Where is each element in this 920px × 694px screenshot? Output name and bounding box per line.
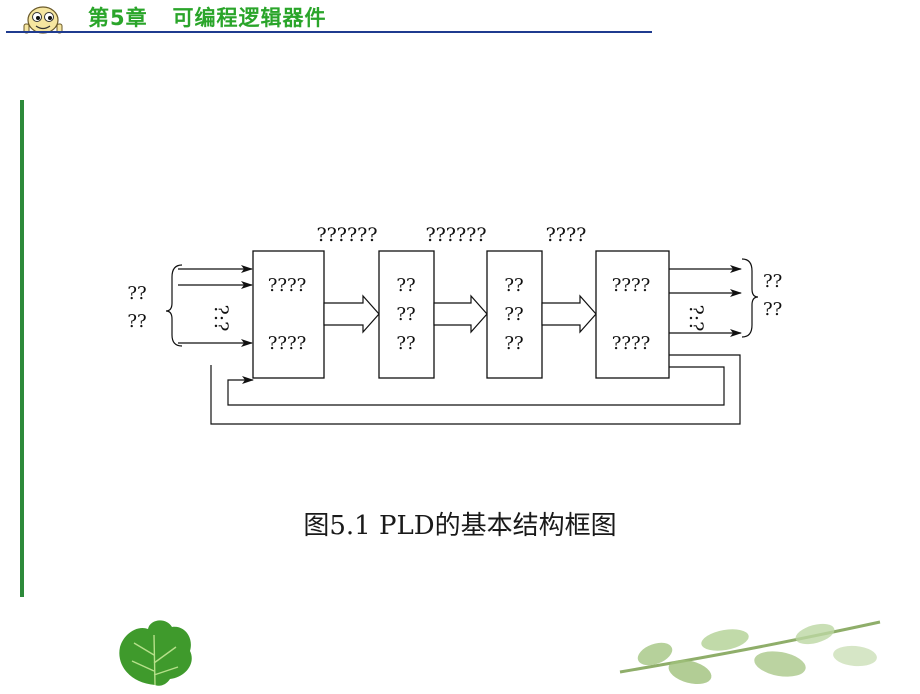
bus-arrow-2: [433, 294, 488, 334]
block3-line-3: ??: [504, 333, 523, 354]
output-ellipsis: ?:?: [685, 305, 707, 332]
feedback-outer: [227, 366, 725, 406]
pld-block-diagram: ?????? ?????? ???? ?? ?? ?:? ???? ???? ?…: [100, 215, 760, 439]
block3-line-2: ??: [504, 304, 523, 325]
output-label-2: ??: [763, 299, 783, 320]
block2-line-1: ??: [396, 275, 415, 296]
block1-line-1: ????: [268, 275, 307, 296]
input-ellipsis: ?:?: [210, 305, 232, 332]
top-label-2: ??????: [425, 224, 486, 246]
top-label-3: ????: [546, 224, 587, 246]
block4-line-2: ????: [612, 333, 651, 354]
input-brace: [165, 264, 183, 347]
block2-line-3: ??: [396, 333, 415, 354]
cartoon-face-icon: [18, 4, 68, 40]
page-title: 第5章 可编程逻辑器件: [88, 6, 327, 30]
left-accent-bar: [20, 100, 24, 597]
block-1: [252, 250, 325, 379]
block3-line-1: ??: [504, 275, 523, 296]
output-label-1: ??: [763, 271, 783, 292]
green-leaf-icon: [110, 615, 200, 694]
input-label-2: ??: [127, 311, 146, 332]
bus-arrow-3: [541, 294, 597, 334]
block4-line-1: ????: [612, 275, 651, 296]
feedback-inner: [210, 354, 741, 425]
block-3: [486, 250, 543, 379]
block-4: [595, 250, 670, 379]
figure-caption: 图5.1 PLD的基本结构框图: [303, 511, 617, 541]
header-rule: [6, 31, 652, 33]
block1-line-2: ????: [268, 333, 307, 354]
output-brace: [741, 258, 759, 338]
leafy-branch-icon: [610, 612, 890, 694]
input-label-1: ??: [127, 283, 146, 304]
top-label-1: ??????: [316, 224, 377, 246]
block2-line-2: ??: [396, 304, 415, 325]
bus-arrow-1: [323, 294, 380, 334]
